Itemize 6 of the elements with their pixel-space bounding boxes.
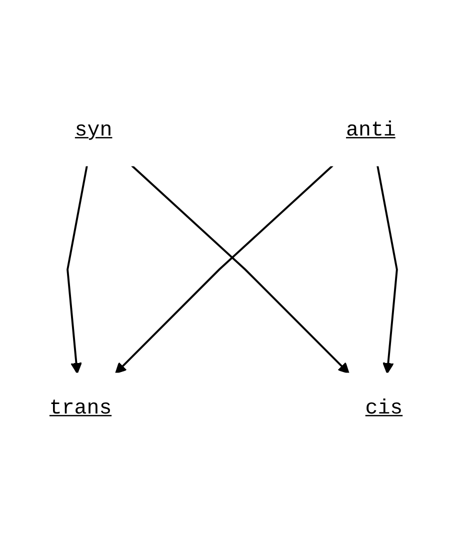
node-text: anti	[346, 118, 396, 142]
node-text: trans	[49, 396, 112, 420]
node-text: cis	[365, 396, 403, 420]
arrow	[66, 165, 88, 374]
node-text: syn	[74, 118, 112, 142]
arrow	[376, 165, 398, 374]
